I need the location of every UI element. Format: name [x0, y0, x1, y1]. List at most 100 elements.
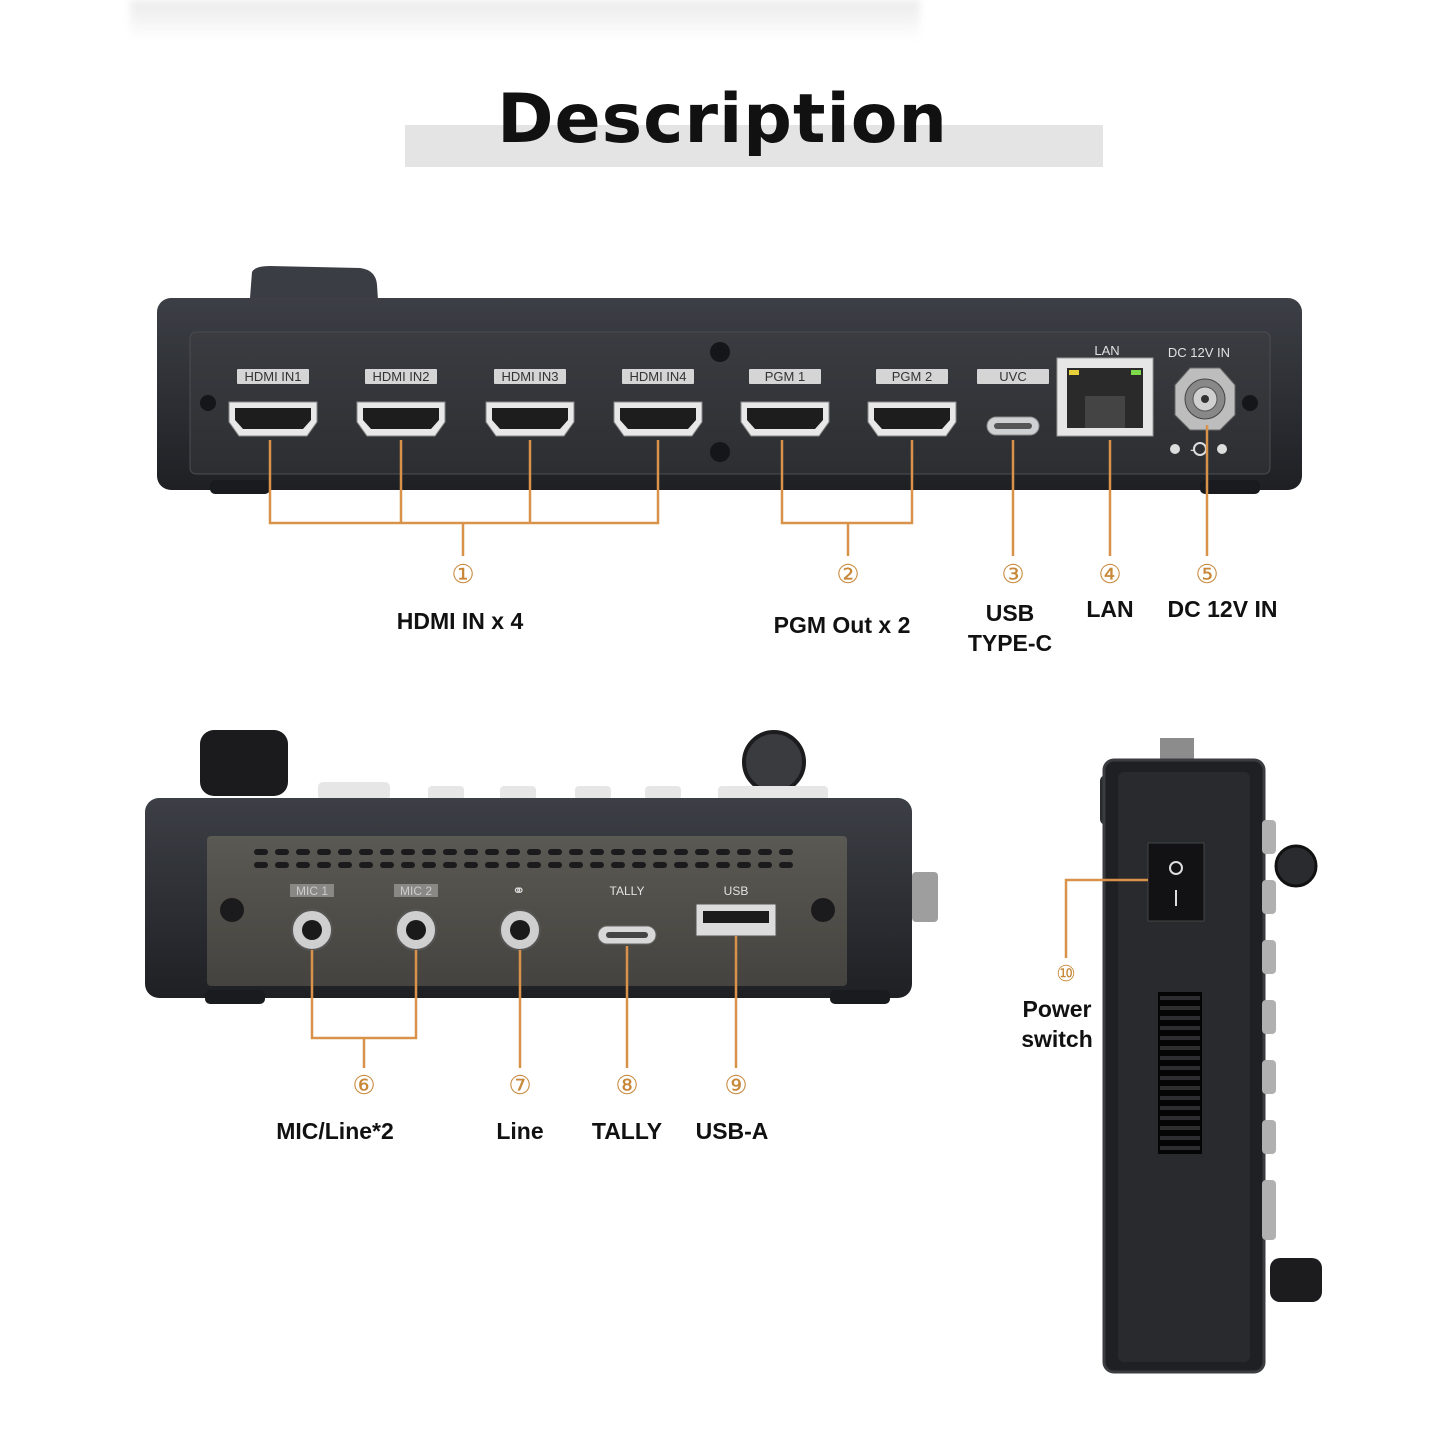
callout-label-lan: LAN — [1086, 596, 1134, 622]
vent-slot — [716, 862, 730, 868]
vent-slot — [359, 849, 373, 855]
callout-label-hdmi-in: HDMI IN x 4 — [396, 608, 524, 634]
vent-slot — [254, 849, 268, 855]
rear-device — [157, 266, 1302, 494]
vent-slot — [464, 862, 478, 868]
vent-slot — [317, 862, 331, 868]
vent-slot — [695, 862, 709, 868]
vent-slot — [674, 862, 688, 868]
vent-slat — [1160, 1096, 1200, 1100]
screw-top — [710, 342, 730, 362]
svg-text:-: - — [1190, 440, 1196, 459]
rear-port-label: LAN — [1094, 343, 1119, 358]
side-device — [145, 730, 938, 1004]
vent-slot — [464, 849, 478, 855]
headphone-icon: ⚭ — [512, 881, 525, 900]
vent-slot — [758, 862, 772, 868]
vent-slat — [1160, 1046, 1200, 1050]
side-port-label: MIC 1 — [296, 884, 328, 898]
callout-number-10: ⑩ — [1056, 962, 1076, 987]
vent-slot — [401, 849, 415, 855]
end-vent-slots — [1158, 992, 1202, 1154]
rear-port-label: HDMI IN2 — [372, 369, 429, 384]
knob-right — [742, 730, 806, 794]
vent-slat — [1160, 1066, 1200, 1070]
vent-slot — [569, 862, 583, 868]
vent-slot — [485, 862, 499, 868]
vent-slot — [653, 849, 667, 855]
end-device — [1100, 738, 1322, 1374]
faded-header-remnant — [130, 0, 920, 40]
vent-slat — [1160, 1106, 1200, 1110]
vent-slot — [737, 849, 751, 855]
vent-slot — [611, 862, 625, 868]
callout-label-mic-line: MIC/Line*2 — [276, 1118, 394, 1144]
vent-slat — [1160, 1036, 1200, 1040]
hdmi-port — [228, 401, 318, 437]
callout-number-4: ④ — [1098, 560, 1122, 590]
callout-label-dc-in: DC 12V IN — [1167, 596, 1278, 622]
vent-slot — [779, 862, 793, 868]
vent-slot — [590, 849, 604, 855]
screw-bottom — [710, 442, 730, 462]
power-switch — [1147, 842, 1205, 922]
vent-slat — [1160, 1076, 1200, 1080]
hdmi-port — [613, 401, 703, 437]
rear-port-label: DC 12V IN — [1168, 345, 1230, 360]
vent-slot — [695, 849, 709, 855]
vent-slot — [758, 849, 772, 855]
vent-slot — [527, 849, 541, 855]
callout-number-9: ⑨ — [724, 1071, 748, 1101]
vent-slat — [1160, 1026, 1200, 1030]
vent-slot — [338, 862, 352, 868]
side-port-label: MIC 2 — [400, 884, 432, 898]
vent-slot — [779, 849, 793, 855]
vent-slot — [548, 862, 562, 868]
vent-slot — [380, 849, 394, 855]
vent-slot — [653, 862, 667, 868]
callout-label-line: Line — [496, 1118, 544, 1144]
audio-jacks: ⚭ — [291, 881, 541, 951]
vent-slot — [422, 862, 436, 868]
vent-slat — [1160, 996, 1200, 1000]
callout-number-6: ⑥ — [352, 1071, 376, 1101]
knob-top — [250, 266, 378, 300]
vent-slot — [275, 849, 289, 855]
callout-number-8: ⑧ — [615, 1071, 639, 1101]
screw-right — [1242, 395, 1258, 411]
side-port-label: USB — [724, 884, 749, 898]
vent-slat — [1160, 1116, 1200, 1120]
rear-port-label: PGM 1 — [765, 369, 805, 384]
vent-slot — [296, 862, 310, 868]
vent-slat — [1160, 1146, 1200, 1150]
vent-slot — [380, 862, 394, 868]
page-title: Description — [497, 80, 948, 159]
callout-number-5: ⑤ — [1195, 560, 1219, 590]
callout-lines-top — [268, 425, 1209, 556]
rear-port-label: PGM 2 — [892, 369, 932, 384]
vent-slat — [1160, 1126, 1200, 1130]
vent-slot — [716, 849, 730, 855]
vent-slot — [443, 862, 457, 868]
title-underline-bar — [405, 125, 1103, 167]
rear-port-label: HDMI IN3 — [501, 369, 558, 384]
knob-left — [200, 730, 288, 796]
rear-port-label: UVC — [999, 369, 1026, 384]
vent-slot — [527, 862, 541, 868]
vent-slat — [1160, 1136, 1200, 1140]
vent-slot — [422, 849, 436, 855]
vent-slat — [1160, 1056, 1200, 1060]
dc-jack: - — [1170, 367, 1236, 459]
vent-slot — [485, 849, 499, 855]
vent-slat — [1160, 1016, 1200, 1020]
callout-number-7: ⑦ — [508, 1071, 532, 1101]
vent-slots — [254, 849, 793, 868]
callout-number-2: ② — [836, 560, 860, 590]
vent-slot — [359, 862, 373, 868]
vent-slat — [1160, 1006, 1200, 1010]
hdmi-port — [356, 401, 446, 437]
vent-slot — [338, 849, 352, 855]
